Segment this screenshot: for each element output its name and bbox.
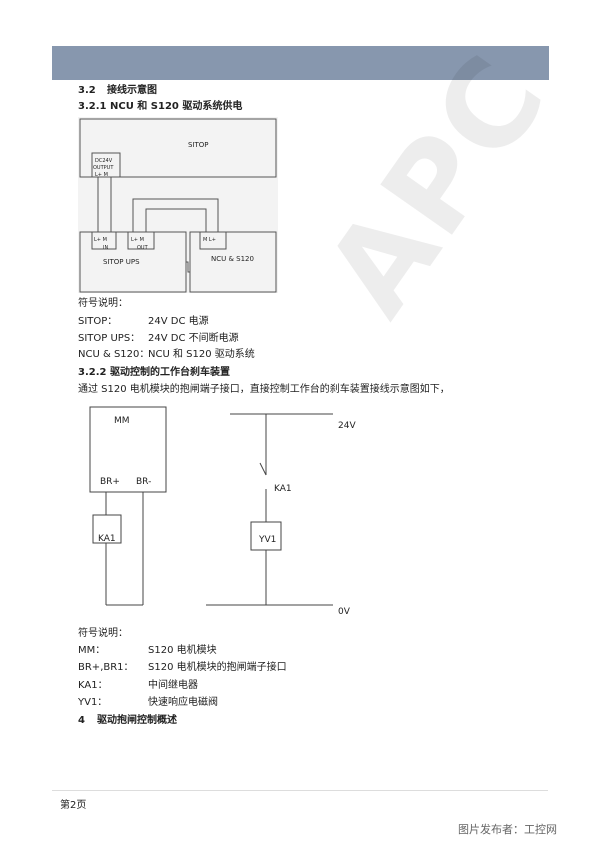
legend-value: 中间继电器 [148,680,198,691]
subsection-title: 驱动控制的工作台刹车装置 [110,367,230,378]
dc24v-label: DC24V [95,158,113,164]
sitop-ups-label: SITOP UPS [103,258,140,266]
ups-in-terminals: L+ M [94,237,107,243]
mm-label: MM [114,416,130,426]
legend-heading: 符号说明： [78,298,128,309]
ups-out-label: OUT [137,245,148,251]
br-plus-label: BR+ [100,477,120,487]
ncu-s120-label: NCU & S120 [211,255,254,263]
legend-value: 24V DC 不间断电源 [148,333,239,344]
legend-key: NCU & S120： [78,349,150,360]
section-title: 接线示意图 [107,85,157,96]
header-band [52,46,549,80]
legend-value: NCU 和 S120 驱动系统 [148,349,255,360]
legend-value: 24V DC 电源 [148,316,209,327]
yv1-label: YV1 [259,535,277,545]
section-number: 3.2 [78,85,96,96]
wiring-diagram-power-lines [79,118,277,293]
ups-in-label: IN [103,245,109,251]
0v-label: 0V [338,607,350,617]
publisher-credit: 图片发布者：工控网 [458,823,557,836]
subsection-number: 3.2.2 [78,367,107,378]
footer-divider [52,790,548,791]
legend-key: SITOP： [78,316,118,327]
legend-key: BR+,BR1： [78,662,134,673]
24v-label: 24V [338,421,356,431]
ncu-terminals: M L+ [203,237,216,243]
legend-key: MM： [78,645,106,656]
subsection-title: NCU 和 S120 驱动系统供电 [110,101,243,112]
legend-value: S120 电机模块 [148,645,217,656]
legend-key: KA1： [78,680,108,691]
subsection-number: 3.2.1 [78,101,107,112]
brake-wiring-diagram [89,406,333,606]
output-label: OUTPUT [93,165,114,171]
section-number: 4 [78,715,85,726]
ups-out-terminals: L+ M [131,237,144,243]
legend-key: SITOP UPS： [78,333,141,344]
output-terminals: L+ M [95,172,108,178]
br-minus-label: BR- [136,477,152,487]
legend-value: 快速响应电磁阀 [148,697,218,708]
intro-paragraph: 通过 S120 电机模块的抱闸端子接口，直接控制工作台的刹车装置接线示意图如下， [78,384,450,395]
ka1-relay-label: KA1 [98,534,116,544]
section-title: 驱动抱闸控制概述 [97,715,177,726]
legend-key: YV1： [78,697,108,708]
legend-value: S120 电机模块的抱闸端子接口 [148,662,287,673]
page-number: 第2页 [60,800,87,811]
legend-heading: 符号说明： [78,628,128,639]
sitop-label: SITOP [188,141,209,149]
ka1-switch-label: KA1 [274,484,292,494]
